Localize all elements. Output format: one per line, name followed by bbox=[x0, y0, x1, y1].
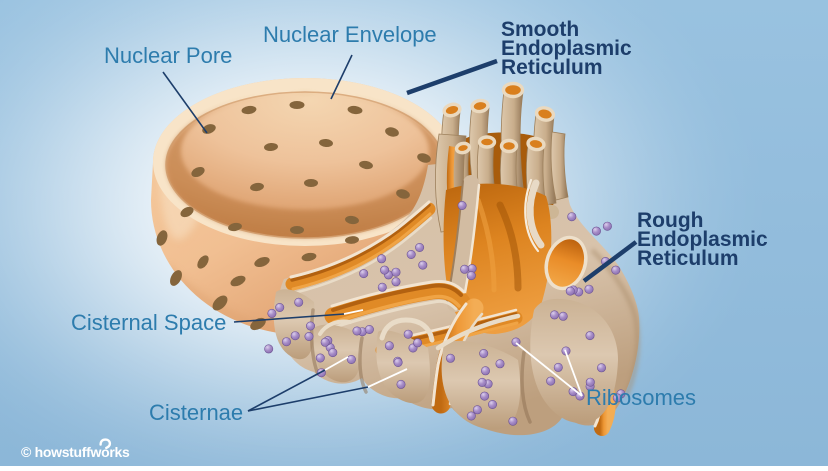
svg-text:© howstuffworks: © howstuffworks bbox=[21, 444, 130, 460]
svg-text:Reticulum: Reticulum bbox=[501, 56, 603, 79]
svg-text:Rough: Rough bbox=[637, 209, 703, 232]
svg-text:Smooth: Smooth bbox=[501, 18, 579, 41]
svg-text:Endoplasmic: Endoplasmic bbox=[637, 228, 768, 251]
svg-text:Nuclear Pore: Nuclear Pore bbox=[104, 43, 232, 68]
svg-text:Cisternal Space: Cisternal Space bbox=[71, 310, 226, 335]
svg-text:Reticulum: Reticulum bbox=[637, 247, 739, 270]
svg-text:Nuclear Envelope: Nuclear Envelope bbox=[263, 22, 437, 47]
svg-text:Cisternae: Cisternae bbox=[149, 400, 243, 425]
svg-text:Endoplasmic: Endoplasmic bbox=[501, 37, 632, 60]
svg-text:Ribosomes: Ribosomes bbox=[586, 385, 696, 410]
